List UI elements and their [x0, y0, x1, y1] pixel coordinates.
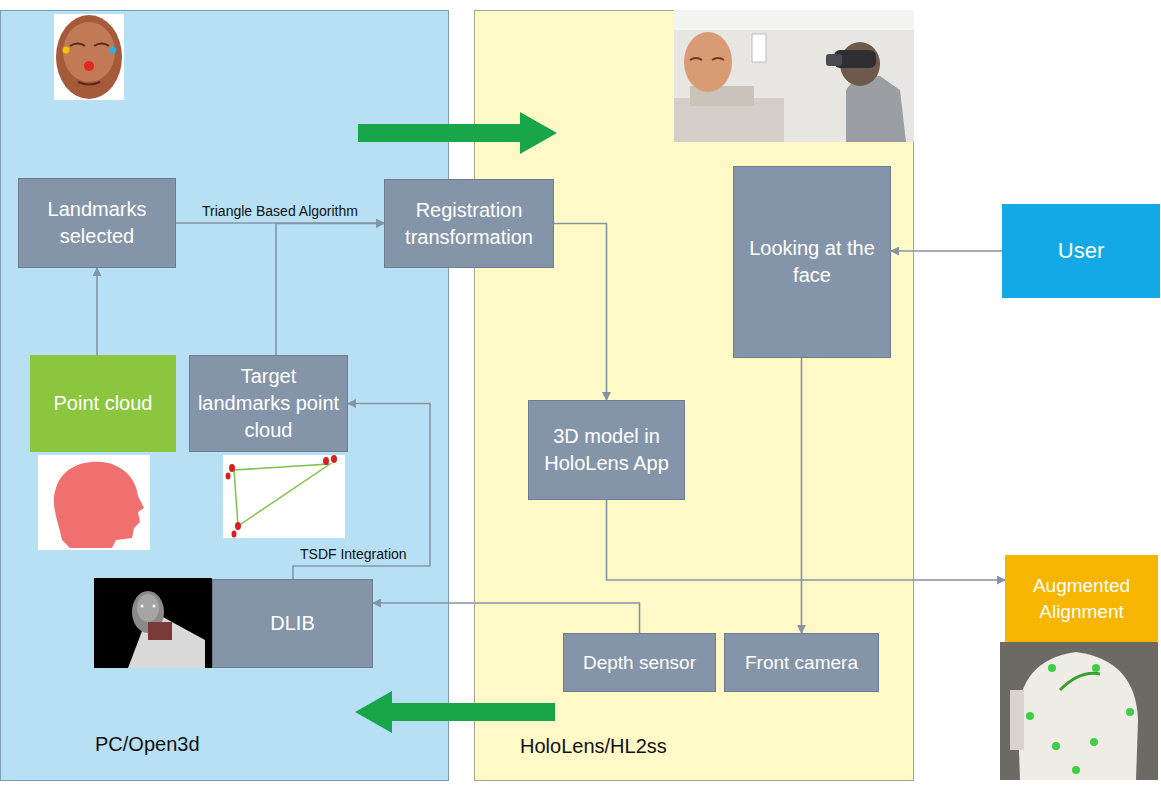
- data-box: Point cloud: [30, 355, 176, 452]
- flow-connector: [801, 358, 803, 633]
- point-cloud-image: [38, 455, 150, 550]
- face-landmarks-image: [54, 14, 124, 100]
- flow-connector: [554, 224, 607, 401]
- dlib-image: [94, 578, 212, 668]
- process-box: Looking at the face: [733, 166, 891, 358]
- box-label: Depth sensor: [583, 650, 696, 676]
- box-label: Landmarks selected: [25, 196, 169, 250]
- flow-connector: [373, 603, 640, 633]
- edge-label: Triangle Based Algorithm: [202, 203, 358, 220]
- flow-arrow: [355, 691, 555, 733]
- flow-connector: [607, 500, 1006, 580]
- box-label: DLIB: [270, 610, 314, 637]
- region-panel: PC/Open3d Landmarks selectedPoint cloud Ta…: [0, 10, 449, 780]
- box-label: Target landmarks point cloud: [196, 363, 341, 444]
- box-label: Augmented Alignment: [1011, 573, 1152, 624]
- box-label: User: [1058, 236, 1104, 266]
- process-box: Target landmarks point cloud: [189, 355, 348, 452]
- process-box: Landmarks selected: [18, 178, 176, 268]
- process-box: Registration transformation: [384, 179, 554, 268]
- box-label: Front camera: [745, 650, 858, 676]
- landmark-triangle-image: [223, 455, 345, 538]
- box-label: Point cloud: [54, 390, 153, 417]
- box-label: 3D model in HoloLens App: [535, 423, 678, 477]
- box-label: Registration transformation: [391, 197, 547, 251]
- panel-label: HoloLens/HL2ss: [520, 734, 667, 758]
- edge-label: TSDF Integration: [300, 546, 407, 563]
- output-box: Augmented Alignment: [1005, 555, 1158, 642]
- augmented-image: [1000, 642, 1158, 780]
- flow-connector: [276, 224, 384, 356]
- process-box: 3D model in HoloLens App: [528, 400, 685, 500]
- actor-box: User: [1002, 204, 1160, 298]
- box-label: Looking at the face: [740, 235, 884, 289]
- sensor-box: Depth sensor: [563, 633, 716, 692]
- flow-arrow: [358, 112, 557, 154]
- panel-label: PC/Open3d: [95, 732, 200, 756]
- sensor-box: Front camera: [724, 633, 879, 692]
- process-box: DLIB: [212, 579, 373, 668]
- flow-connector: [891, 250, 1002, 252]
- flow-connector: [96, 268, 98, 355]
- region-panel: HoloLens/HL2ss Looking at the face 3D mode…: [474, 10, 914, 780]
- user-photo: [674, 10, 914, 142]
